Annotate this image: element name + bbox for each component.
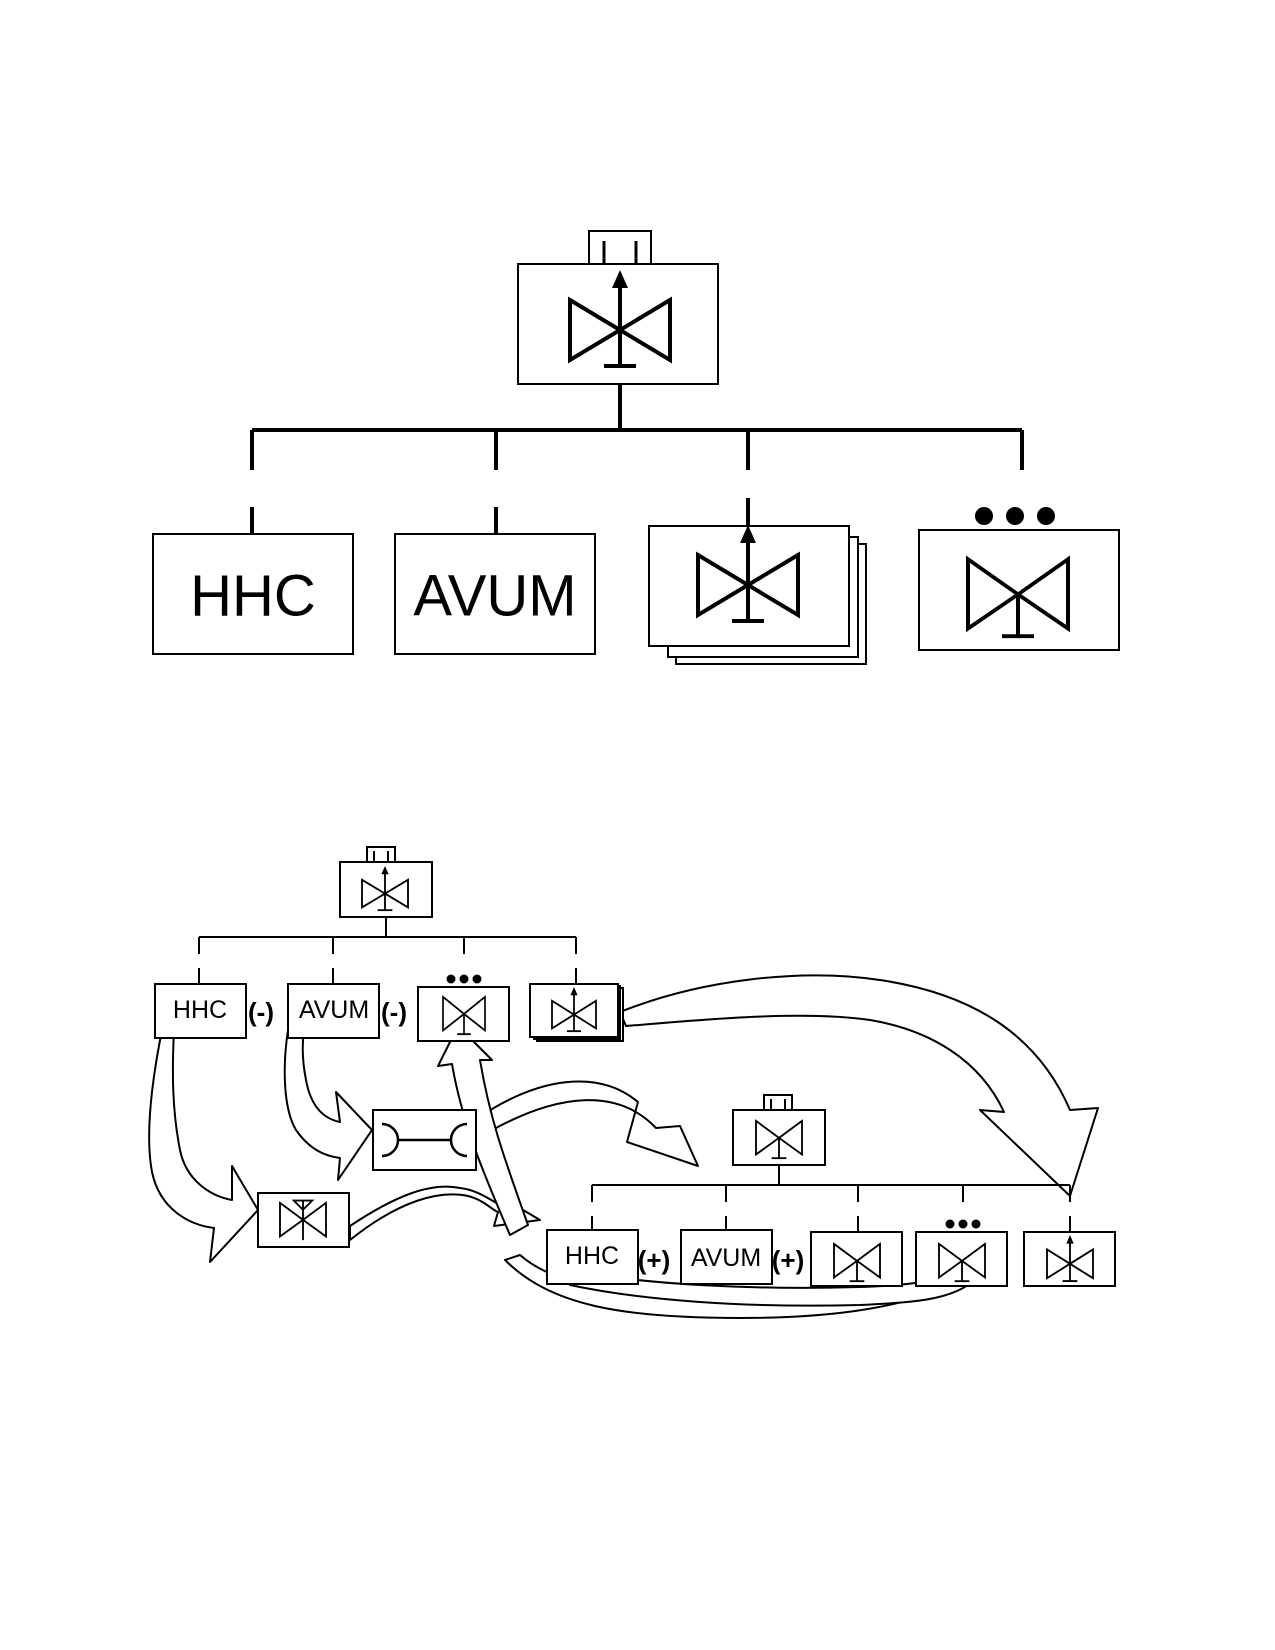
battalion-echelon-icon bbox=[366, 846, 396, 863]
top-org-chart: HHC AVUM bbox=[152, 230, 1120, 665]
avum-box bbox=[394, 533, 596, 655]
plus-indicator: (+) bbox=[638, 1245, 671, 1275]
bottom-right-chart: HHC (+) AVUM (+) bbox=[546, 1094, 1116, 1287]
company-echelon-icon bbox=[446, 974, 482, 984]
arrow-aviation-companies-to-new-battalion bbox=[619, 974, 1099, 1197]
bottom-reorganization-diagram: HHC (-) AVUM (-) bbox=[148, 846, 1116, 1319]
avum-box-small bbox=[287, 983, 380, 1039]
avum-label-small: AVUM bbox=[299, 996, 369, 1024]
battalion-echelon-icon bbox=[588, 230, 652, 265]
transfer-arrows bbox=[148, 974, 1099, 1319]
new-avum-box bbox=[680, 1229, 773, 1285]
arrow-hhc-to-merged-unit bbox=[148, 1029, 259, 1263]
arrow-return-to-support-company bbox=[437, 1025, 529, 1236]
aviation-companies-stack bbox=[648, 523, 867, 665]
bottom-left-chart: HHC (-) AVUM (-) bbox=[154, 846, 624, 1042]
battalion-echelon-icon bbox=[763, 1094, 793, 1111]
new-avum-label: AVUM bbox=[691, 1244, 761, 1272]
new-hhc-box bbox=[546, 1229, 639, 1285]
company-echelon-icon bbox=[945, 1219, 981, 1229]
aviation-companies-stack-small bbox=[529, 983, 624, 1042]
plus-indicator: (+) bbox=[772, 1245, 805, 1275]
minus-indicator: (-) bbox=[381, 997, 407, 1027]
arrow-maintenance-to-new-battalion bbox=[474, 1080, 699, 1167]
hhc-box-small bbox=[154, 983, 247, 1039]
hhc-box bbox=[152, 533, 354, 655]
hhc-label-small: HHC bbox=[173, 996, 227, 1024]
minus-indicator: (-) bbox=[248, 997, 274, 1027]
new-hhc-label: HHC bbox=[565, 1242, 619, 1270]
hhc-label: HHC bbox=[190, 564, 316, 629]
arrow-avum-to-maintenance bbox=[283, 1029, 373, 1181]
maintenance-icon bbox=[381, 1122, 468, 1158]
company-echelon-icon bbox=[975, 507, 1055, 525]
avum-label: AVUM bbox=[413, 564, 576, 629]
attack-aviation-icon bbox=[279, 1199, 327, 1241]
